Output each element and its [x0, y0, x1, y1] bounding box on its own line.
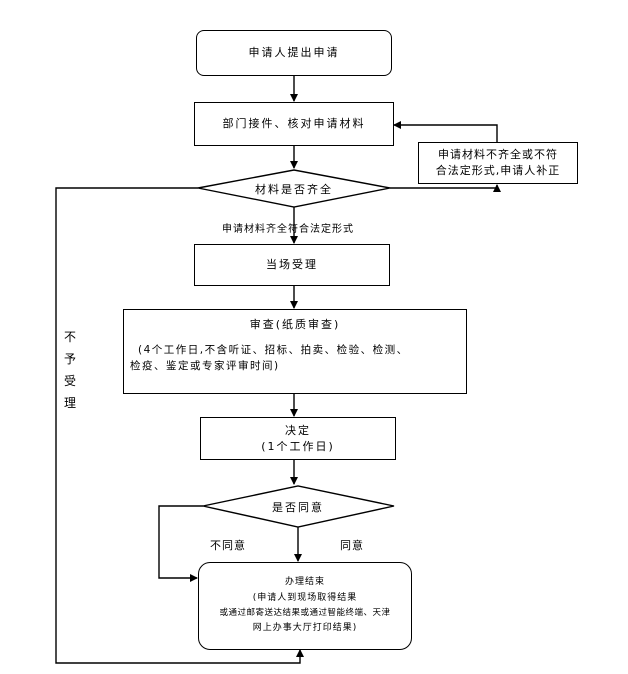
agree-label: 同意 [340, 539, 364, 552]
reject-char-2: 予 [63, 352, 76, 366]
decision-title: 决定 [285, 423, 311, 437]
accept-box: 当场受理 [194, 244, 390, 286]
arrow-supplement-to-check [393, 121, 498, 142]
arrow-disagree-to-finish [158, 505, 203, 582]
review-line1: (4个工作日,不含听证、招标、拍卖、检验、检测、 [138, 343, 409, 356]
decision-agree-label: 是否同意 [272, 501, 324, 514]
finish-line1: 办理结束 [284, 576, 325, 587]
complete-label: 申请材料齐全符合法定形式 [222, 224, 354, 235]
check-materials-label: 部门接件、核对申请材料 [222, 117, 366, 131]
start-box: 申请人提出申请 [196, 30, 392, 76]
accept-label: 当场受理 [266, 258, 318, 272]
arrow-reject-to-finish [55, 187, 304, 664]
finish-line2: (申请人到现场取得结果 [252, 592, 358, 603]
review-box: 审查(纸质审查) (4个工作日,不含听证、招标、拍卖、检验、检测、 检疫、鉴定或… [123, 309, 467, 394]
finish-box: 办理结束 (申请人到现场取得结果 或通过邮寄送达结果或通过智能终端、天津 网上办… [198, 562, 412, 650]
decision-days: (1个工作日) [261, 439, 335, 453]
decision-box: 决定 (1个工作日) [200, 417, 396, 460]
supplement-box: 申请材料不齐全或不符 合法定形式,申请人补正 [418, 142, 578, 184]
decision-complete-label: 材料是否齐全 [255, 183, 333, 196]
arrow-decision-to-supplement [390, 184, 501, 192]
check-materials-box: 部门接件、核对申请材料 [194, 102, 394, 146]
review-line2: 检疫、鉴定或专家评审时间) [130, 360, 280, 373]
start-label: 申请人提出申请 [248, 46, 340, 60]
reject-label: 不 予 受 理 [62, 326, 78, 414]
finish-line4: 网上办事大厅打印结果) [252, 623, 358, 634]
review-title: 审查(纸质审查) [249, 318, 341, 331]
reject-char-3: 受 [63, 374, 76, 388]
supplement-line1: 申请材料不齐全或不符 [438, 147, 558, 161]
supplement-line2: 合法定形式,申请人补正 [435, 164, 561, 177]
finish-line3: 或通过邮寄送达结果或通过智能终端、天津 [219, 608, 391, 619]
disagree-label: 不同意 [210, 539, 246, 552]
decision-agree-diamond [202, 485, 395, 528]
reject-char-1: 不 [63, 330, 76, 344]
reject-char-4: 理 [63, 396, 76, 410]
